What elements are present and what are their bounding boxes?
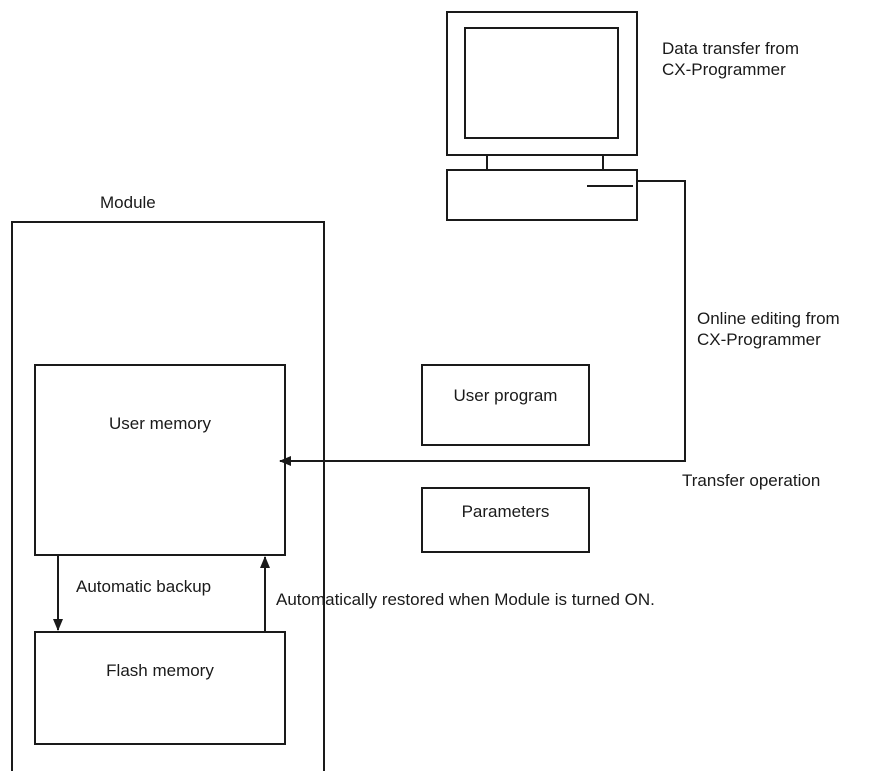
user-program-box [421, 364, 590, 446]
user-memory-box [34, 364, 286, 556]
flash-memory-label: Flash memory [106, 661, 214, 680]
transfer-connection-line [279, 180, 686, 466]
computer-icon [446, 11, 638, 221]
parameters-label: Parameters [461, 502, 550, 521]
user-program-label: User program [453, 386, 558, 405]
computer-base-unit [446, 169, 638, 221]
monitor-outer-frame [446, 11, 638, 156]
data-transfer-label-line2: CX-Programmer [662, 60, 786, 79]
module-frame [11, 221, 325, 771]
auto-restore-label: Automatically restored when Module is tu… [276, 590, 655, 609]
automatic-backup-label: Automatic backup [76, 577, 212, 596]
parameters-box [421, 487, 590, 553]
online-editing-label-line1: Online editing from [697, 309, 840, 328]
flash-memory-box [34, 631, 286, 745]
monitor-screen [464, 27, 619, 139]
module-label: Module [100, 193, 156, 212]
transfer-operation-label: Transfer operation [682, 471, 821, 490]
user-memory-label: User memory [108, 414, 211, 433]
data-transfer-label-line1: Data transfer from [662, 39, 799, 58]
online-editing-label-line2: CX-Programmer [697, 330, 821, 349]
